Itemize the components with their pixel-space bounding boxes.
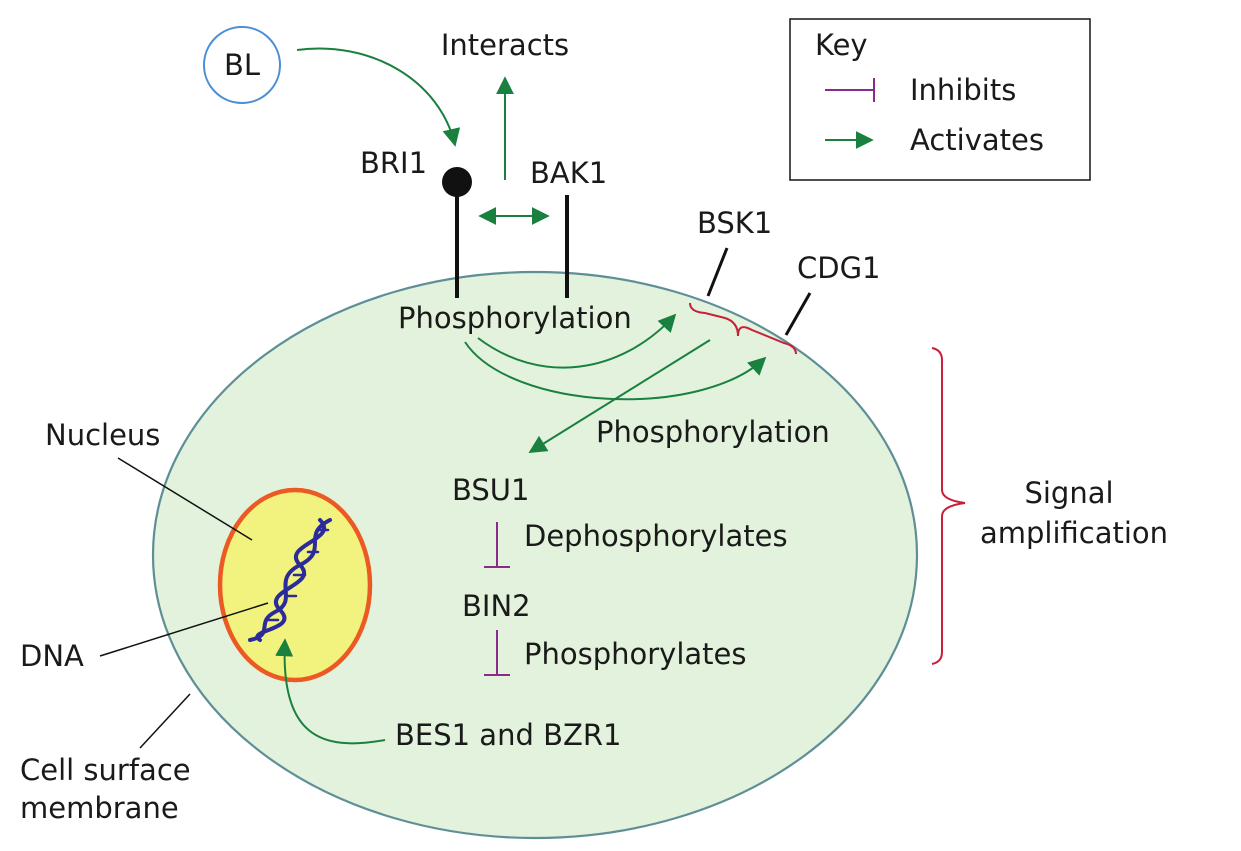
bri1-label: BRI1 <box>360 146 427 180</box>
cdg1-label: CDG1 <box>797 251 881 285</box>
bak1-label: BAK1 <box>530 156 607 190</box>
signal-amplification-bracket <box>931 347 966 665</box>
bin2-label: BIN2 <box>462 589 531 623</box>
bsu1-label: BSU1 <box>452 473 529 507</box>
bsk1-label: BSK1 <box>697 206 772 240</box>
dephosphorylates-label: Dephosphorylates <box>524 519 788 553</box>
bsk1-cdg1-brace <box>689 302 797 355</box>
bri1-head <box>442 167 472 197</box>
signal-label-line1: Signal <box>1024 476 1113 510</box>
bes1-to-nucleus-arrow <box>275 638 386 745</box>
bin2-inhibits-bes1 <box>484 630 510 676</box>
key-title: Key <box>815 28 868 62</box>
cell-surface-pointer <box>139 693 191 749</box>
phospho-to-bsk1-arrow <box>477 313 677 369</box>
bes1-bzr1-label: BES1 and BZR1 <box>395 718 621 752</box>
dna-label: DNA <box>20 639 84 673</box>
bl-circle <box>203 26 281 104</box>
bl-label: BL <box>224 48 260 82</box>
cdg1-anchor <box>784 292 812 336</box>
dna-pointer <box>99 602 269 657</box>
key-inhibits-label: Inhibits <box>910 73 1016 107</box>
cell <box>151 270 919 840</box>
cell-surface-label-line1: Cell surface <box>20 753 191 787</box>
key-box <box>789 18 1091 181</box>
bsk1-anchor <box>706 247 729 297</box>
cell-surface-label-line2: membrane <box>20 791 179 825</box>
dna-helix <box>248 518 332 642</box>
bl-to-bri1-arrow <box>296 47 461 147</box>
nucleus-pointer <box>117 457 253 541</box>
interacts-label: Interacts <box>441 28 569 62</box>
phosphorylation-mid-label: Phosphorylation <box>596 415 830 449</box>
phosphorylation-top-label: Phosphorylation <box>398 301 632 335</box>
phosphorylates-label: Phosphorylates <box>524 637 746 671</box>
key-activates-label: Activates <box>910 123 1044 157</box>
phospho-to-cdg1-arrow <box>464 341 767 401</box>
signal-label-line2: amplification <box>980 516 1168 550</box>
bsu1-inhibits-bin2 <box>484 522 510 568</box>
nucleus-label: Nucleus <box>45 418 160 452</box>
brace-to-bsu1-arrow <box>528 339 711 453</box>
key-inhibit-symbol <box>825 78 875 102</box>
